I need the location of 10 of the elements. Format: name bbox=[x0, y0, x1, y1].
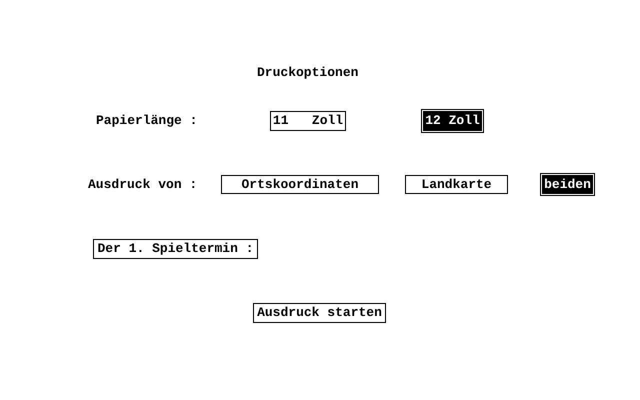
option-button: 11 Zoll bbox=[270, 111, 346, 131]
start-button: Ausdruck starten bbox=[253, 303, 386, 323]
option-label: Ausdruck von : bbox=[88, 177, 198, 193]
date-field: Der 1. Spieltermin : bbox=[93, 239, 258, 259]
dialog-title: Druckoptionen bbox=[257, 65, 358, 81]
option-button: beiden bbox=[542, 175, 593, 194]
option-button: 12 Zoll bbox=[423, 111, 482, 131]
option-button: Landkarte bbox=[405, 175, 508, 194]
option-button: Ortskoordinaten bbox=[221, 175, 379, 194]
option-label: Papierlänge : bbox=[96, 113, 198, 129]
